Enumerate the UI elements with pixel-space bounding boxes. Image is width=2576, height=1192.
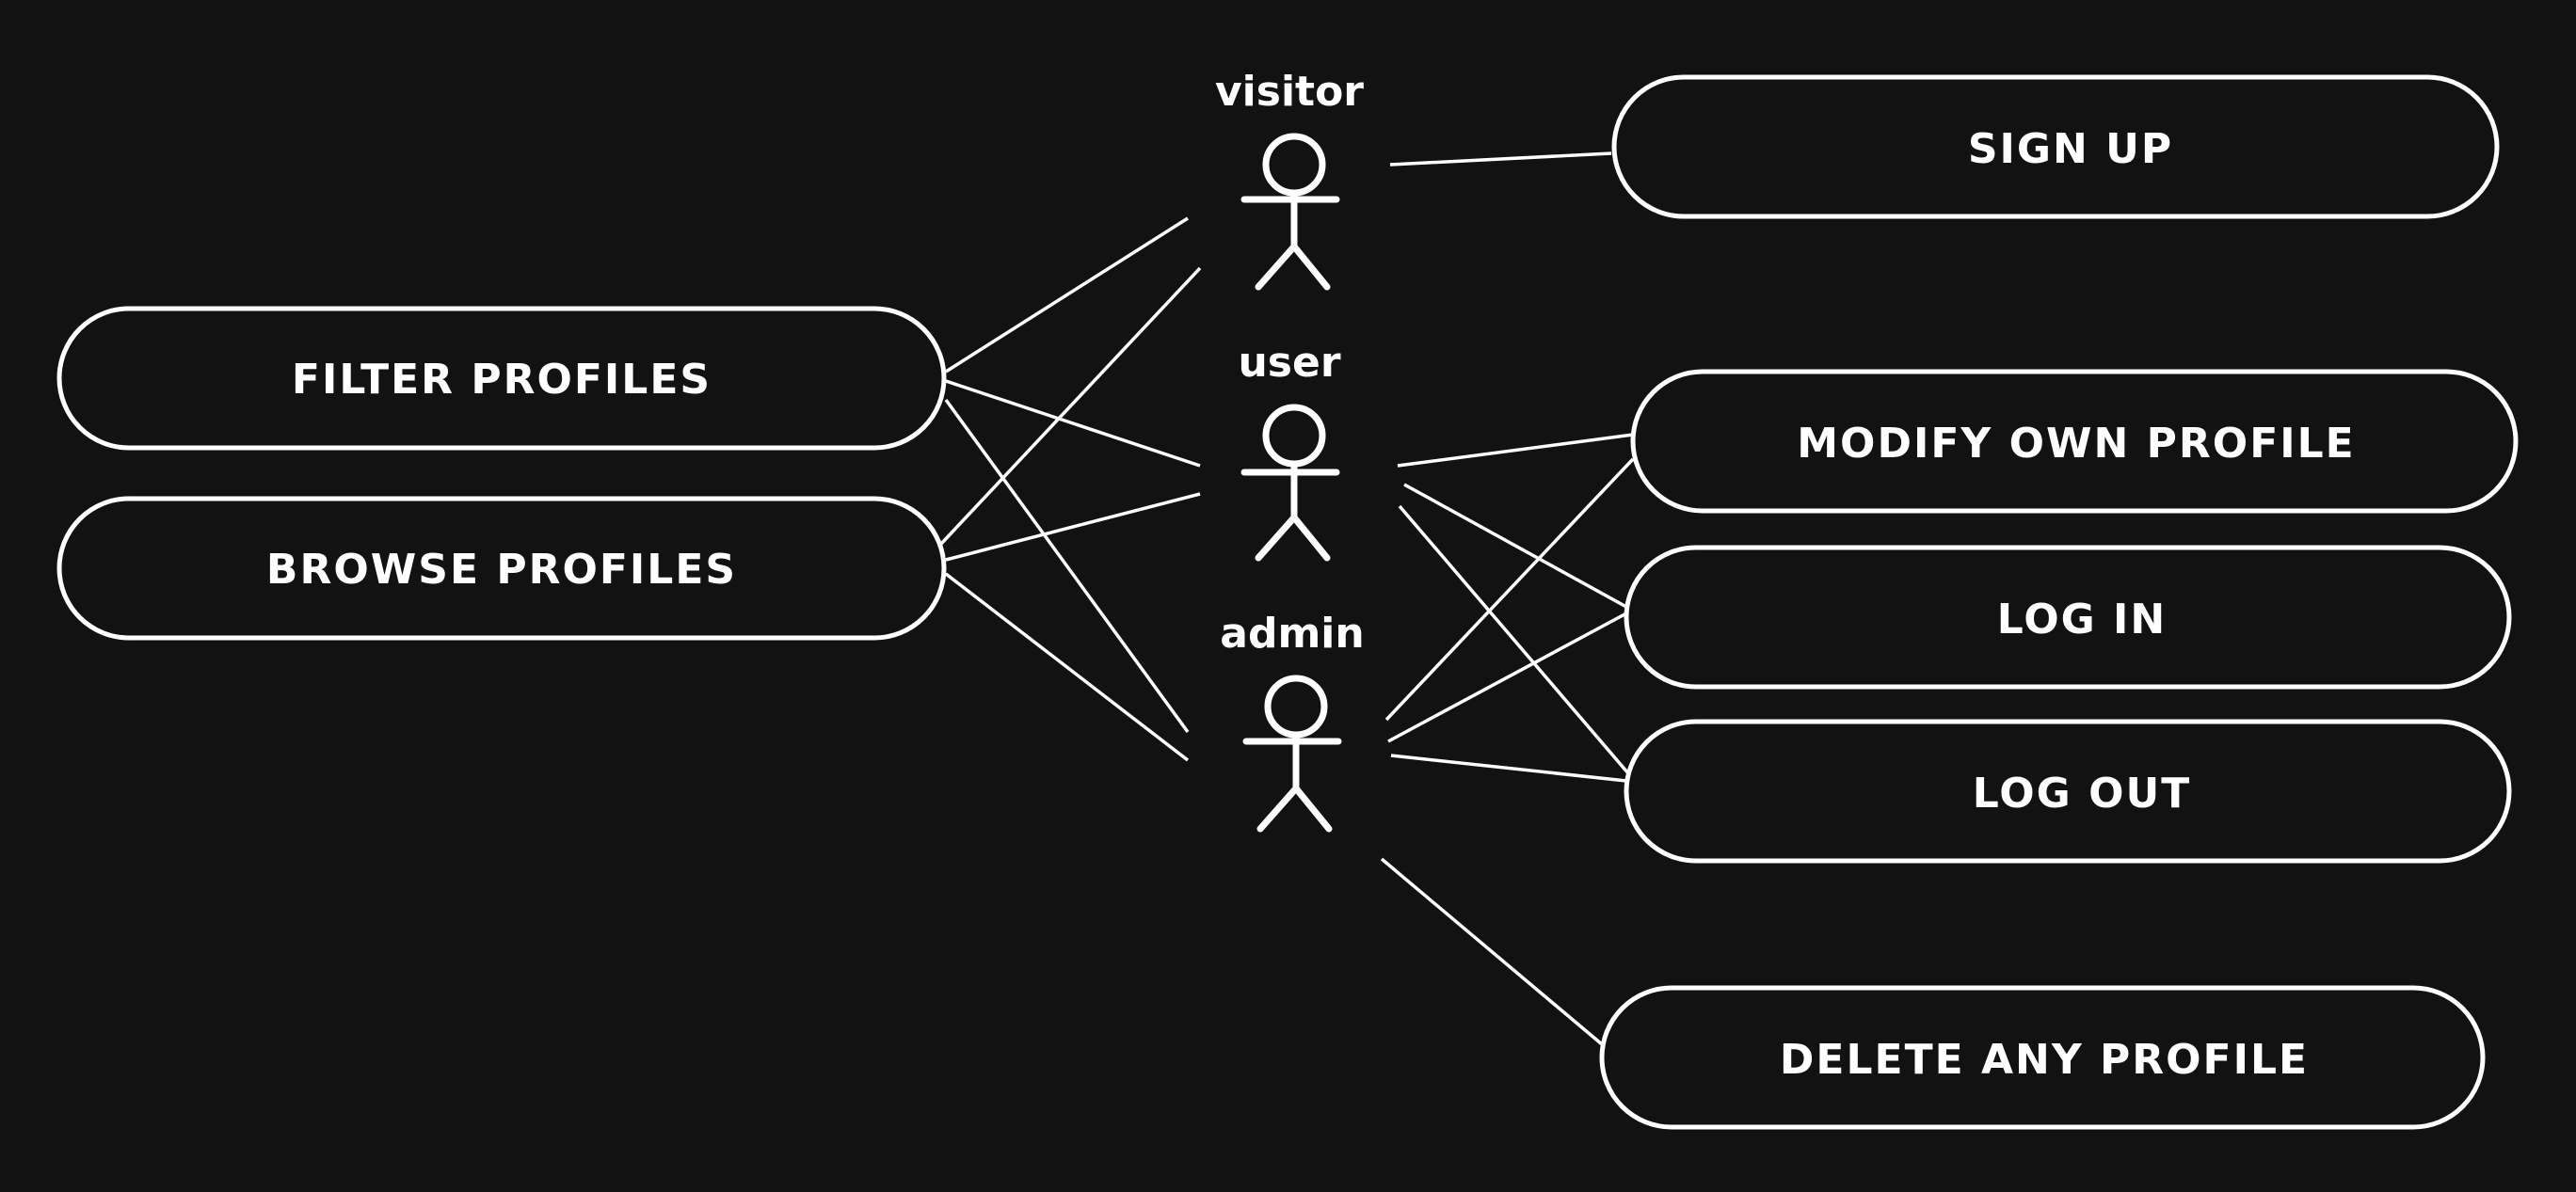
association-visitor-sign-up <box>1389 151 1612 167</box>
use-case-label: MODIFY OWN PROFILE <box>1797 420 2355 468</box>
association-admin-log-in <box>1387 612 1627 743</box>
use-case-label: FILTER PROFILES <box>292 356 712 404</box>
actor-visitor: visitor <box>1215 68 1364 291</box>
use-case-modify-own-profile: MODIFY OWN PROFILE <box>1630 369 2519 514</box>
stick-figure-icon <box>1240 133 1340 291</box>
actor-label: visitor <box>1215 68 1364 116</box>
use-case-log-out: LOG OUT <box>1624 719 2512 864</box>
use-case-browse-profiles: BROWSE PROFILES <box>56 496 947 641</box>
associations <box>939 151 1635 1046</box>
association-admin-delete-any-profile <box>1380 857 1604 1046</box>
use-case-delete-any-profile: DELETE ANY PROFILE <box>1599 985 2486 1130</box>
use-case-label: DELETE ANY PROFILE <box>1780 1036 2309 1084</box>
actor-admin: admin <box>1220 610 1365 833</box>
use-case-label: SIGN UP <box>1968 125 2173 173</box>
association-user-modify-own-profile <box>1397 433 1634 468</box>
association-visitor-browse-profiles <box>939 266 1202 546</box>
actor-label: admin <box>1220 610 1364 658</box>
use-case-label: LOG IN <box>1997 596 2168 644</box>
association-user-log-out <box>1398 504 1630 775</box>
actor-label: user <box>1238 339 1340 387</box>
association-admin-modify-own-profile <box>1384 457 1635 722</box>
use-case-filter-profiles: FILTER PROFILES <box>56 306 947 451</box>
use-case-label: BROWSE PROFILES <box>266 546 737 594</box>
association-user-filter-profiles <box>945 379 1201 468</box>
association-visitor-filter-profiles <box>945 216 1189 373</box>
use-case-label: LOG OUT <box>1973 770 2191 818</box>
association-admin-log-out <box>1390 754 1627 783</box>
association-admin-browse-profiles <box>944 572 1190 762</box>
association-admin-filter-profiles <box>944 398 1190 734</box>
association-user-browse-profiles <box>945 492 1201 562</box>
use-case-sign-up: SIGN UP <box>1611 74 2500 219</box>
actor-user: user <box>1238 339 1341 562</box>
association-user-log-in <box>1403 483 1627 609</box>
use-case-log-in: LOG IN <box>1624 545 2512 690</box>
stick-figure-icon <box>1240 404 1340 562</box>
stick-figure-icon <box>1242 675 1342 833</box>
